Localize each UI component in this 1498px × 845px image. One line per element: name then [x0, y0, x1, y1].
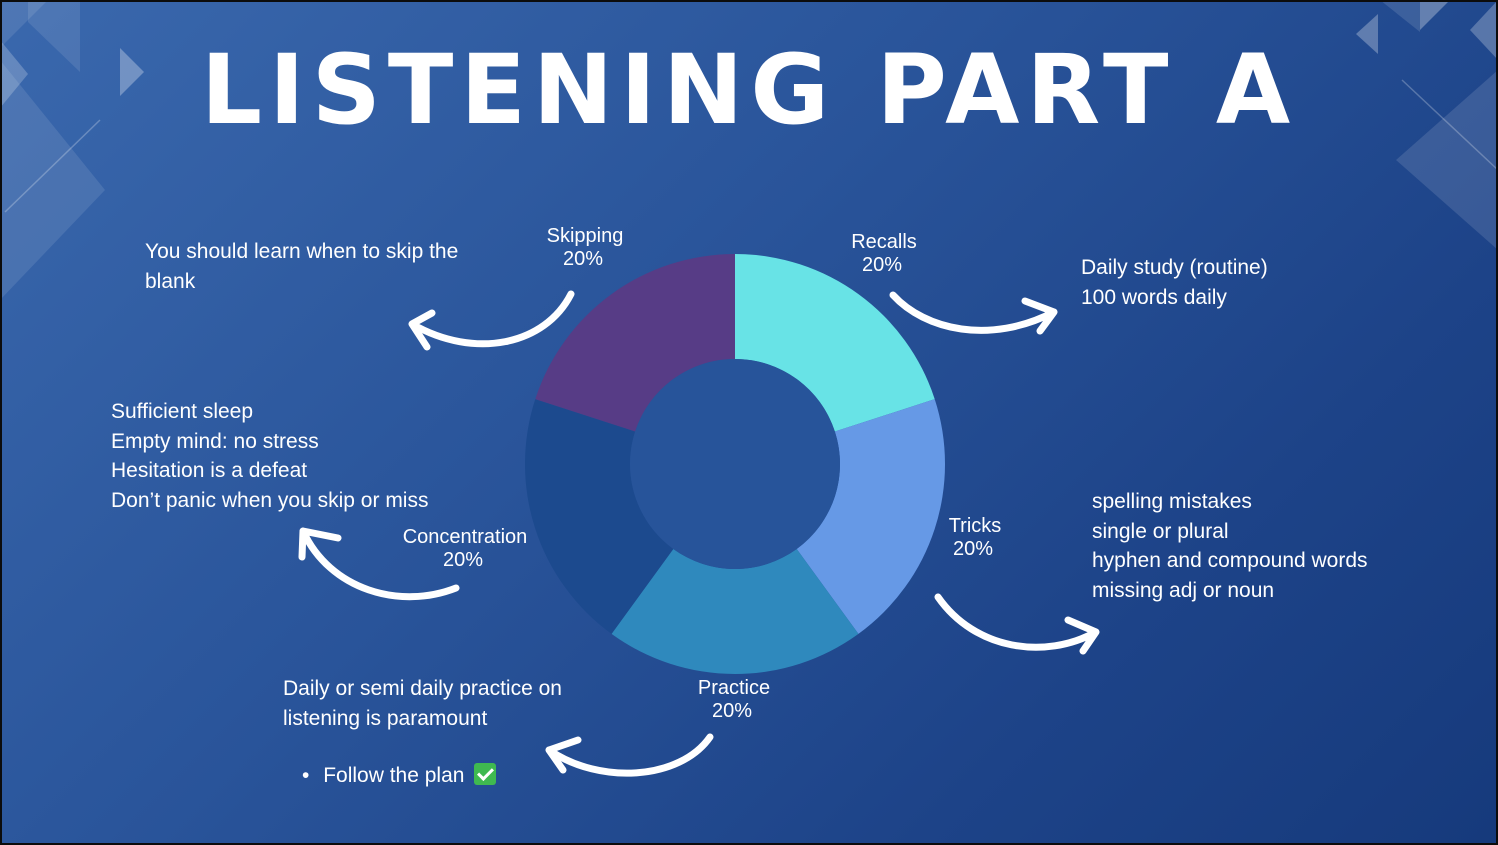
arrow-concentration: [298, 527, 460, 601]
concentration-note-line: Sufficient sleep: [111, 400, 254, 423]
page-title: LISTENING PART A: [200, 34, 1298, 146]
donut-slice-tricks: [796, 399, 945, 634]
value-label-tricks: 20%: [953, 538, 993, 560]
value-label-practice: 20%: [712, 700, 752, 722]
arrow-skipping: [408, 290, 575, 351]
donut-slice-skipping: [535, 254, 735, 432]
practice-bullet-text: Follow the plan: [323, 764, 465, 787]
skipping-note-line: blank: [145, 269, 196, 293]
concentration-note-line: Empty mind: no stress: [111, 429, 319, 453]
category-label-concentration: Concentration: [403, 526, 528, 548]
value-label-recalls: 20%: [862, 254, 902, 276]
category-label-recalls: Recalls: [851, 231, 917, 253]
tricks-note-line: spelling mistakes: [1092, 490, 1252, 513]
practice-note: Daily or semi daily practice on listenin…: [283, 674, 562, 733]
donut-slice-recalls: [735, 254, 935, 432]
donut-slice-concentration: [525, 399, 674, 634]
recalls-note-line: Daily study (routine): [1081, 256, 1268, 279]
tricks-note-line: missing adj or noun: [1092, 578, 1275, 602]
check-mark-icon: [474, 763, 497, 785]
bullet-dot: •: [302, 764, 310, 787]
donut-slice-practice: [611, 548, 859, 674]
value-label-skipping: 20%: [563, 248, 603, 270]
practice-note-line: listening is paramount: [283, 706, 488, 730]
skipping-note: You should learn when to skip the blank: [145, 237, 458, 296]
concentration-note-line: Don’t panic when you skip or miss: [111, 488, 429, 512]
tricks-note-line: single or plural: [1092, 519, 1229, 543]
practice-note-line: Daily or semi daily practice on: [283, 677, 562, 700]
category-label-tricks: Tricks: [949, 515, 1002, 537]
tricks-note: spelling mistakes single or plural hyphe…: [1092, 487, 1368, 605]
arrow-recalls: [889, 291, 1058, 335]
donut-hole: [630, 359, 840, 569]
value-label-concentration: 20%: [443, 549, 483, 571]
arrow-tricks: [934, 593, 1100, 655]
practice-bullet: • Follow the plan: [302, 763, 497, 788]
concentration-note: Sufficient sleep Empty mind: no stress H…: [111, 397, 428, 515]
category-label-practice: Practice: [698, 677, 770, 699]
recalls-note: Daily study (routine) 100 words daily: [1081, 253, 1268, 312]
tricks-note-line: hyphen and compound words: [1092, 549, 1368, 572]
category-label-skipping: Skipping: [547, 225, 624, 247]
skipping-note-line: You should learn when to skip the: [145, 240, 459, 263]
concentration-note-line: Hesitation is a defeat: [111, 459, 308, 482]
recalls-note-line: 100 words daily: [1081, 285, 1227, 309]
arrow-practice: [545, 733, 714, 777]
